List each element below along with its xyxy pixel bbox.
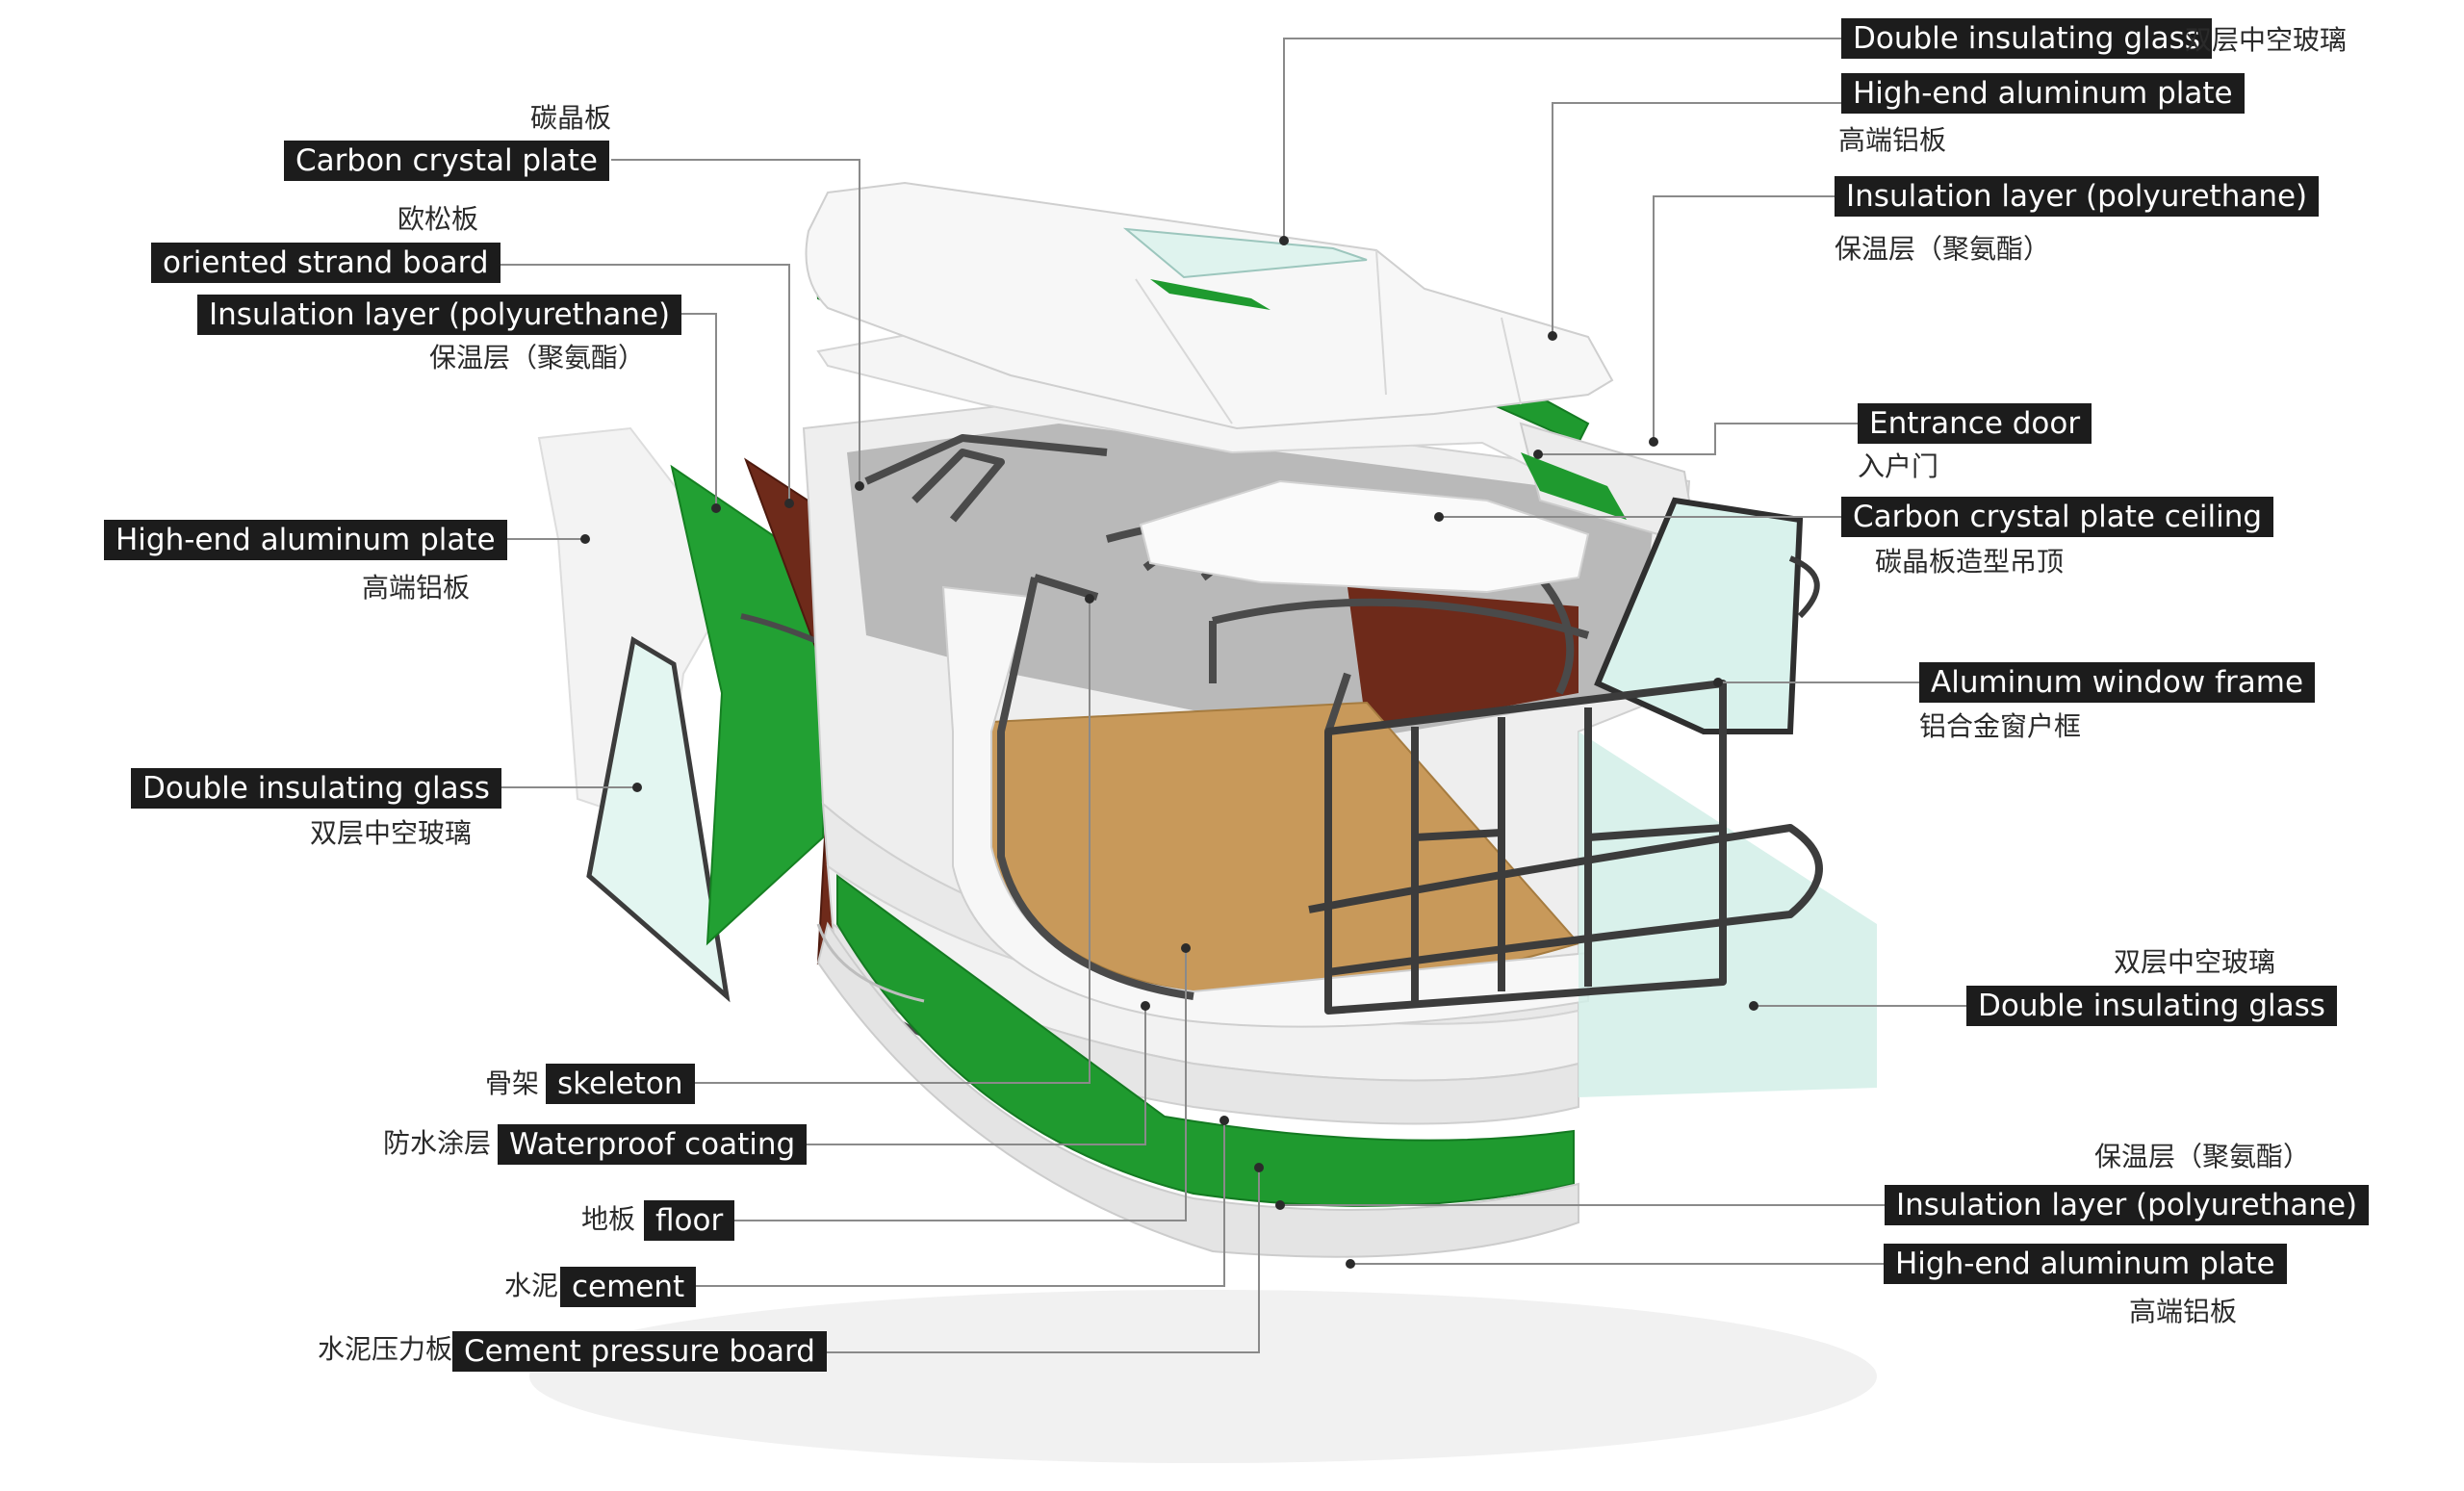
roof-skylight-glass: [1122, 227, 1368, 279]
insulation-top-label: Insulation layer (polyurethane): [1835, 176, 2320, 217]
glass-right-cn: 双层中空玻璃: [2114, 946, 2276, 978]
carbon-crystal-plate-label: Carbon crystal plate: [284, 141, 609, 181]
insulation-bottom-label: Insulation layer (polyurethane): [1885, 1185, 2370, 1225]
insulation-left-cn: 保温层（聚氨酯）: [428, 342, 645, 373]
insulation-top-cn: 保温层（聚氨酯）: [1835, 233, 2051, 265]
glass-top-label: Double insulating glass: [1841, 18, 2212, 59]
ceiling-plate: [1139, 479, 1590, 594]
skeleton-cn: 骨架: [484, 1067, 539, 1099]
interior-wall-brown: [1348, 587, 1578, 732]
cement-label: cement: [560, 1267, 697, 1307]
ceiling-label: Carbon crystal plate ceiling: [1841, 497, 2274, 537]
cement-cn: 水泥: [503, 1270, 558, 1301]
aluminum-left-cn: 高端铝板: [361, 572, 470, 604]
glass-right-label: Double insulating glass: [1966, 986, 2337, 1026]
waterproof-coating-label: Waterproof coating: [498, 1124, 808, 1165]
skeleton-label: skeleton: [546, 1064, 695, 1104]
glass-left-cn: 双层中空玻璃: [309, 817, 472, 849]
right-green-strip: [1521, 452, 1627, 520]
aluminum-top-label: High-end aluminum plate: [1841, 73, 2245, 114]
bottom-aluminum-plate: [816, 921, 1579, 1258]
bottom-rail: [816, 923, 925, 1003]
ground-shadow: [529, 1290, 1877, 1463]
aluminum-top-cn: 高端铝板: [1838, 124, 1947, 156]
waterproof-coating-cn: 防水涂层: [382, 1127, 491, 1159]
left-glass-pane: [586, 636, 731, 1003]
aluminum-left-label: High-end aluminum plate: [104, 520, 507, 560]
floor-label: floor: [644, 1200, 735, 1241]
aluminum-bottom-label: High-end aluminum plate: [1884, 1244, 2287, 1284]
window-frame-label: Aluminum window frame: [1919, 662, 2316, 703]
carbon-crystal-plate-cn: 碳晶板: [529, 102, 611, 134]
cement-pressure-board-cn: 水泥压力板: [317, 1333, 452, 1365]
cement-pressure-board-label: Cement pressure board: [452, 1331, 827, 1372]
glass-top-cn: 双层中空玻璃: [2185, 24, 2348, 56]
right-rail: [1788, 555, 1820, 619]
entrance-door-label: Entrance door: [1858, 403, 2092, 444]
roof-seam: [1135, 249, 1522, 424]
aluminum-bottom-cn: 高端铝板: [2129, 1296, 2238, 1327]
floor-cn: 地板: [580, 1203, 635, 1235]
oriented-strand-board-label: oriented strand board: [151, 243, 500, 283]
insulation-bottom-cn: 保温层（聚氨酯）: [2094, 1141, 2311, 1172]
window-frame-cn: 铝合金窗户框: [1919, 710, 2082, 742]
oriented-strand-board-cn: 欧松板: [397, 203, 478, 235]
roof-green-strip: [1150, 279, 1270, 310]
leader-lines: [466, 38, 1966, 1353]
roof-cap: [805, 181, 1614, 430]
insulation-left-label: Insulation layer (polyurethane): [197, 295, 682, 335]
right-door-glass: [1594, 497, 1804, 734]
glass-left-label: Double insulating glass: [131, 768, 501, 809]
ceiling-cn: 碳晶板造型吊顶: [1875, 546, 2065, 578]
window-frame: [1308, 680, 1823, 1015]
entrance-door-cn: 入户门: [1858, 450, 1939, 482]
leader-dots: [580, 236, 1758, 1269]
